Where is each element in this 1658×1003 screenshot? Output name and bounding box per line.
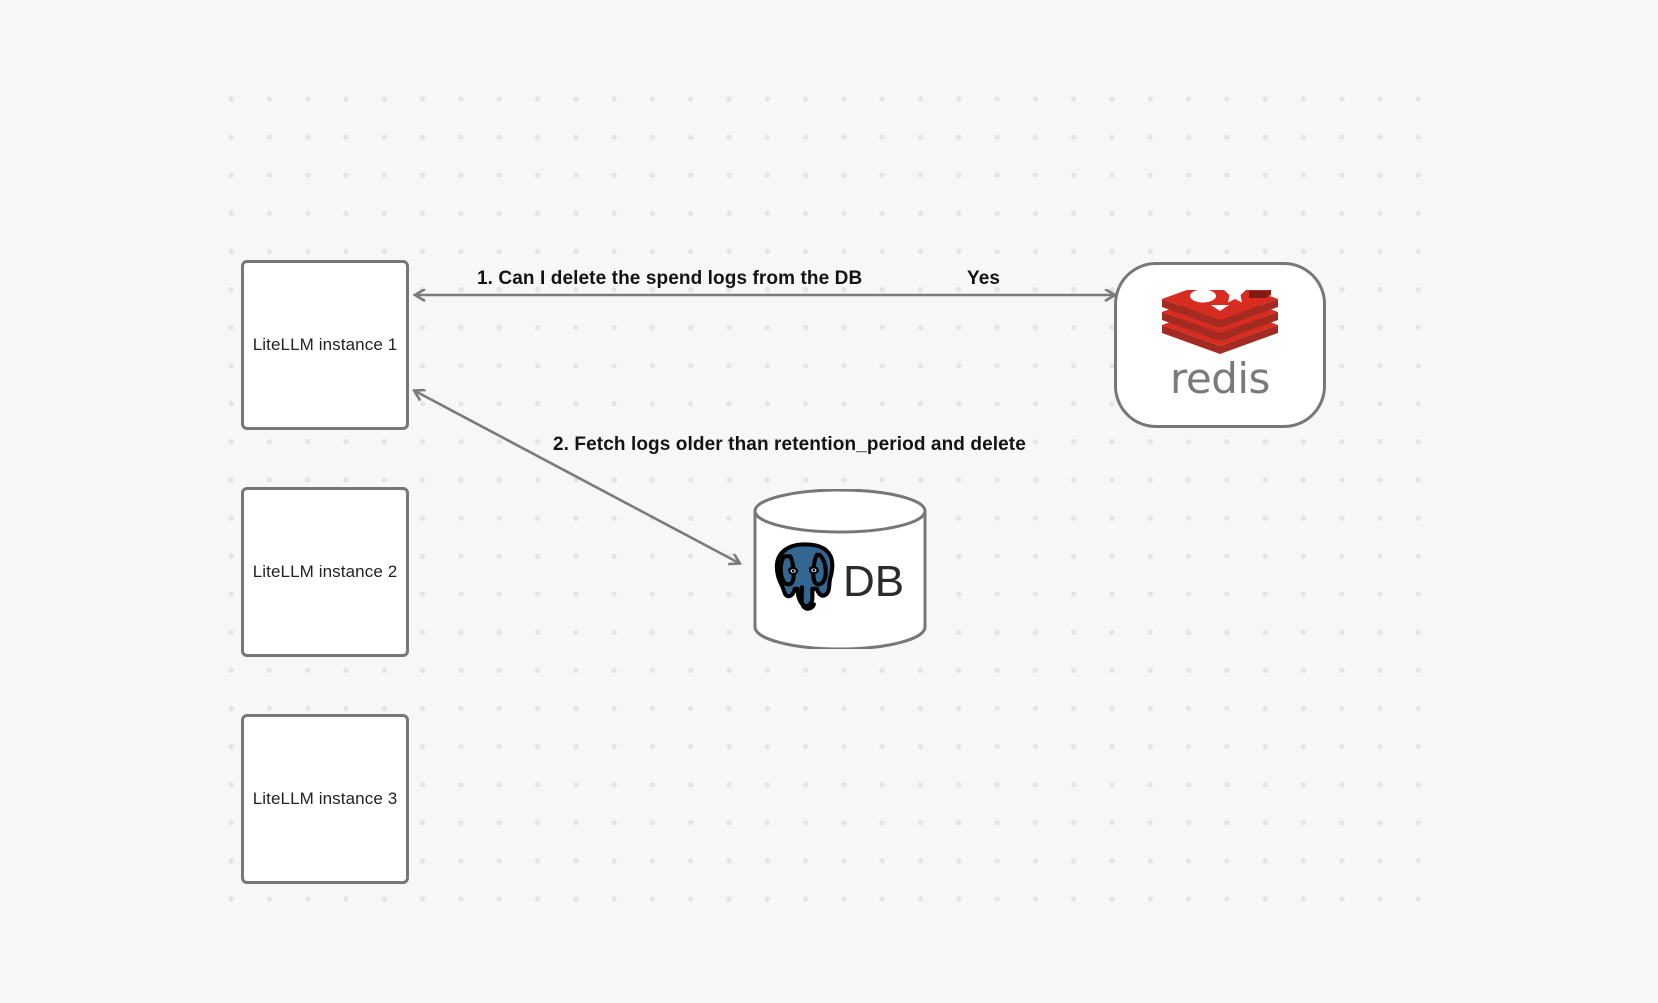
node-litellm-instance-2[interactable]: LiteLLM instance 2 xyxy=(241,487,409,657)
node-litellm-instance-1[interactable]: LiteLLM instance 1 xyxy=(241,260,409,430)
redis-wordmark: redis xyxy=(1170,354,1270,403)
postgresql-elephant-icon xyxy=(768,537,842,611)
node-litellm-instance-3[interactable]: LiteLLM instance 3 xyxy=(241,714,409,884)
node-label-litellm-3: LiteLLM instance 3 xyxy=(252,789,398,808)
edge-label-1: 1. Can I delete the spend logs from the … xyxy=(477,268,863,289)
node-label-litellm-1: LiteLLM instance 1 xyxy=(252,335,398,354)
database-label: DB xyxy=(843,557,905,606)
node-database[interactable]: DB xyxy=(752,488,928,651)
edge-label-2: 2. Fetch logs older than retention_perio… xyxy=(553,434,1026,455)
edge-label-1-reply: Yes xyxy=(967,268,1001,289)
redis-logo-icon xyxy=(1160,278,1280,354)
node-redis[interactable]: redis xyxy=(1114,262,1326,428)
node-label-litellm-2: LiteLLM instance 2 xyxy=(252,562,398,581)
edge-litellm1-db xyxy=(415,391,739,563)
